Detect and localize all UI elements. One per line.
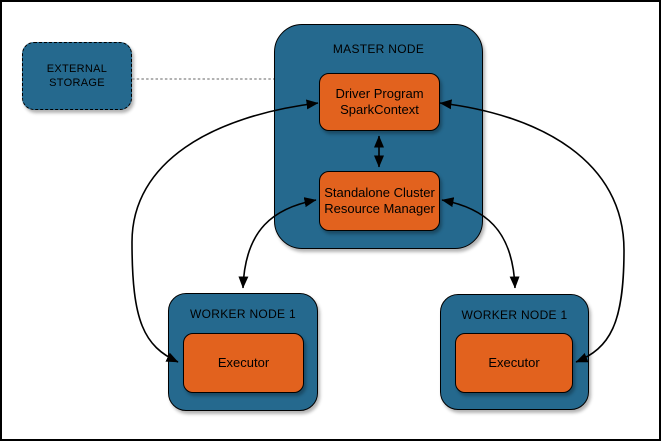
external-storage-label: EXTERNAL STORAGE	[47, 62, 107, 90]
driver-program-label-line2: SparkContext	[340, 102, 419, 117]
external-storage-label-line1: EXTERNAL	[46, 63, 108, 75]
worker-node-right: WORKER NODE 1 Executor	[440, 294, 589, 410]
executor-box-left: Executor	[183, 333, 304, 393]
master-node: MASTER NODE Driver Program SparkContext …	[274, 24, 483, 249]
worker-node-right-title: WORKER NODE 1	[461, 308, 568, 322]
resource-manager-label-line1: Standalone Cluster	[324, 185, 435, 200]
executor-box-right: Executor	[455, 333, 573, 393]
executor-right-label: Executor	[488, 355, 540, 370]
external-storage-node: EXTERNAL STORAGE	[22, 42, 132, 110]
driver-program-box: Driver Program SparkContext	[319, 73, 440, 131]
executor-left-label: Executor	[217, 355, 270, 370]
resource-manager-box: Standalone Cluster Resource Manager	[319, 171, 440, 231]
resource-manager-label-line2: Resource Manager	[324, 201, 435, 216]
worker-node-left-title: WORKER NODE 1	[190, 307, 296, 321]
worker-node-left: WORKER NODE 1 Executor	[168, 293, 318, 411]
external-storage-label-line2: STORAGE	[49, 77, 105, 89]
master-node-title: MASTER NODE	[332, 42, 425, 56]
driver-program-label-line1: Driver Program	[335, 86, 424, 101]
